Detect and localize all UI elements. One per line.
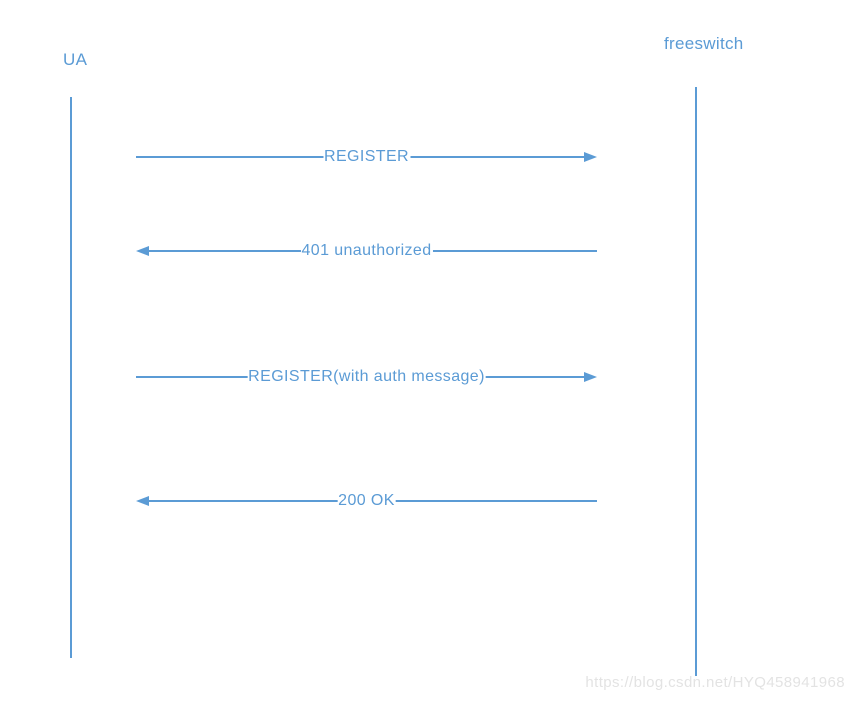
watermark: https://blog.csdn.net/HYQ458941968 [585,674,845,691]
arrowhead-left-icon [136,246,149,256]
actor-label-ua: UA [63,50,88,69]
message-label: REGISTER(with auth message) [247,368,486,386]
arrowhead-right-icon [584,152,597,162]
message-401-unauthorized: 401 unauthorized [136,240,597,262]
message-200-ok: 200 OK [136,490,597,512]
message-label: REGISTER [323,148,410,166]
lifeline-freeswitch [695,87,697,676]
message-label: 200 OK [337,492,396,510]
lifeline-ua [70,97,72,658]
arrowhead-right-icon [584,372,597,382]
message-label: 401 unauthorized [300,242,433,260]
message-register: REGISTER [136,146,597,168]
actor-label-freeswitch: freeswitch [664,34,744,53]
arrowhead-left-icon [136,496,149,506]
message-register-with-auth: REGISTER(with auth message) [136,366,597,388]
